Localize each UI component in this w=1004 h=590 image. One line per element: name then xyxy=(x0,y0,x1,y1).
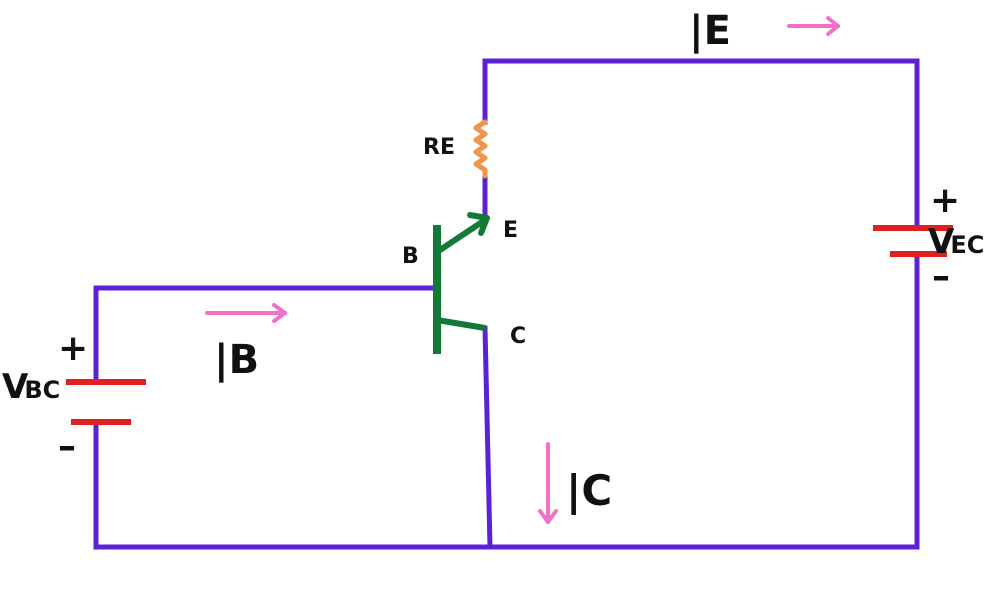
resistor-re xyxy=(473,119,488,179)
wire-top xyxy=(482,58,920,231)
current-arrows xyxy=(205,16,840,524)
label-source-vec: VEC xyxy=(928,222,984,262)
label-vec-minus: – xyxy=(932,256,950,297)
battery-vec xyxy=(873,225,953,257)
label-terminal-emitter: E xyxy=(503,218,518,243)
transistor-emitter-arrowhead xyxy=(467,212,490,236)
label-source-vbc: VBC xyxy=(2,367,60,407)
wires xyxy=(93,58,920,550)
arrow-current-base xyxy=(205,303,287,323)
label-source-vec-sub: EC xyxy=(950,231,984,259)
transistor xyxy=(433,212,490,354)
arrow-current-collector xyxy=(538,442,558,524)
label-resistor: RE xyxy=(423,135,455,160)
label-current-base: |B xyxy=(214,337,259,384)
wire-bottom-left xyxy=(93,419,493,550)
arrow-current-emitter xyxy=(787,16,840,36)
transistor-emitter-lead xyxy=(435,217,487,255)
wire-left-upper xyxy=(93,285,440,385)
wire-right-lower xyxy=(487,251,920,550)
label-current-emitter: |E xyxy=(689,8,731,55)
label-source-vbc-sub: BC xyxy=(24,376,60,404)
battery-vbc xyxy=(66,379,146,425)
label-terminal-base: B xyxy=(402,244,419,269)
transistor-collector-lead xyxy=(436,317,486,331)
label-vec-plus: + xyxy=(930,180,960,221)
label-source-vec-main: V xyxy=(928,222,955,262)
label-vbc-minus: – xyxy=(58,426,76,467)
label-vbc-plus: + xyxy=(58,328,88,369)
wire-collector xyxy=(482,325,493,550)
label-terminal-collector: C xyxy=(510,324,526,349)
label-source-vbc-main: V xyxy=(2,367,29,407)
label-current-collector: |C xyxy=(566,466,612,515)
